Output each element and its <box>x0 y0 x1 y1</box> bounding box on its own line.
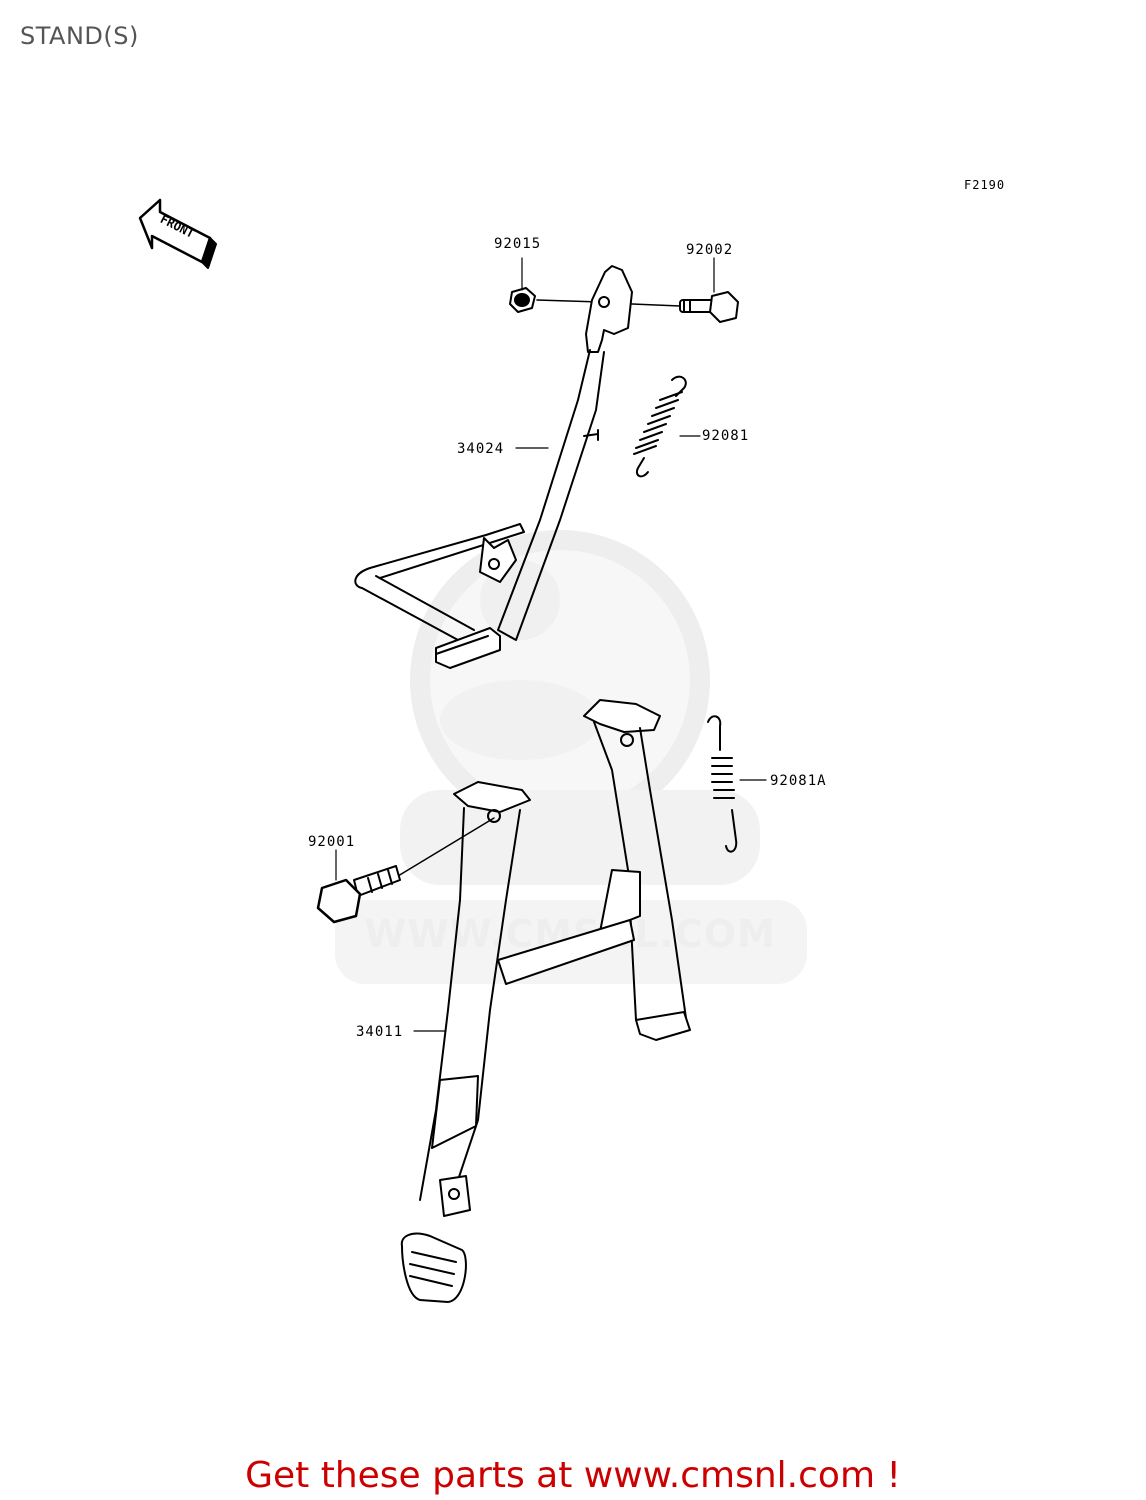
main-stand-part <box>400 699 691 1303</box>
figure-code: F2190 <box>964 178 1006 192</box>
page-title: STAND(S) <box>20 22 139 50</box>
callout-92015: 92015 <box>494 236 542 252</box>
spring-part <box>633 375 687 478</box>
callout-92002: 92002 <box>686 242 734 258</box>
callout-34024: 34024 <box>457 441 505 457</box>
footer-banner: Get these parts at www.cmsnl.com ! <box>245 1455 901 1496</box>
flange-bolt-part <box>316 817 495 924</box>
leader-lines <box>335 257 767 1032</box>
side-stand-part <box>354 265 633 669</box>
front-arrow-icon: FRONT <box>138 198 217 269</box>
callout-34011: 34011 <box>356 1024 404 1040</box>
callout-92001: 92001 <box>308 834 356 850</box>
spring-a-part <box>707 715 738 853</box>
callout-92081a: 92081A <box>770 773 827 789</box>
callout-92081: 92081 <box>702 428 750 444</box>
nut-part <box>509 287 601 313</box>
shoulder-bolt-part <box>631 291 739 323</box>
